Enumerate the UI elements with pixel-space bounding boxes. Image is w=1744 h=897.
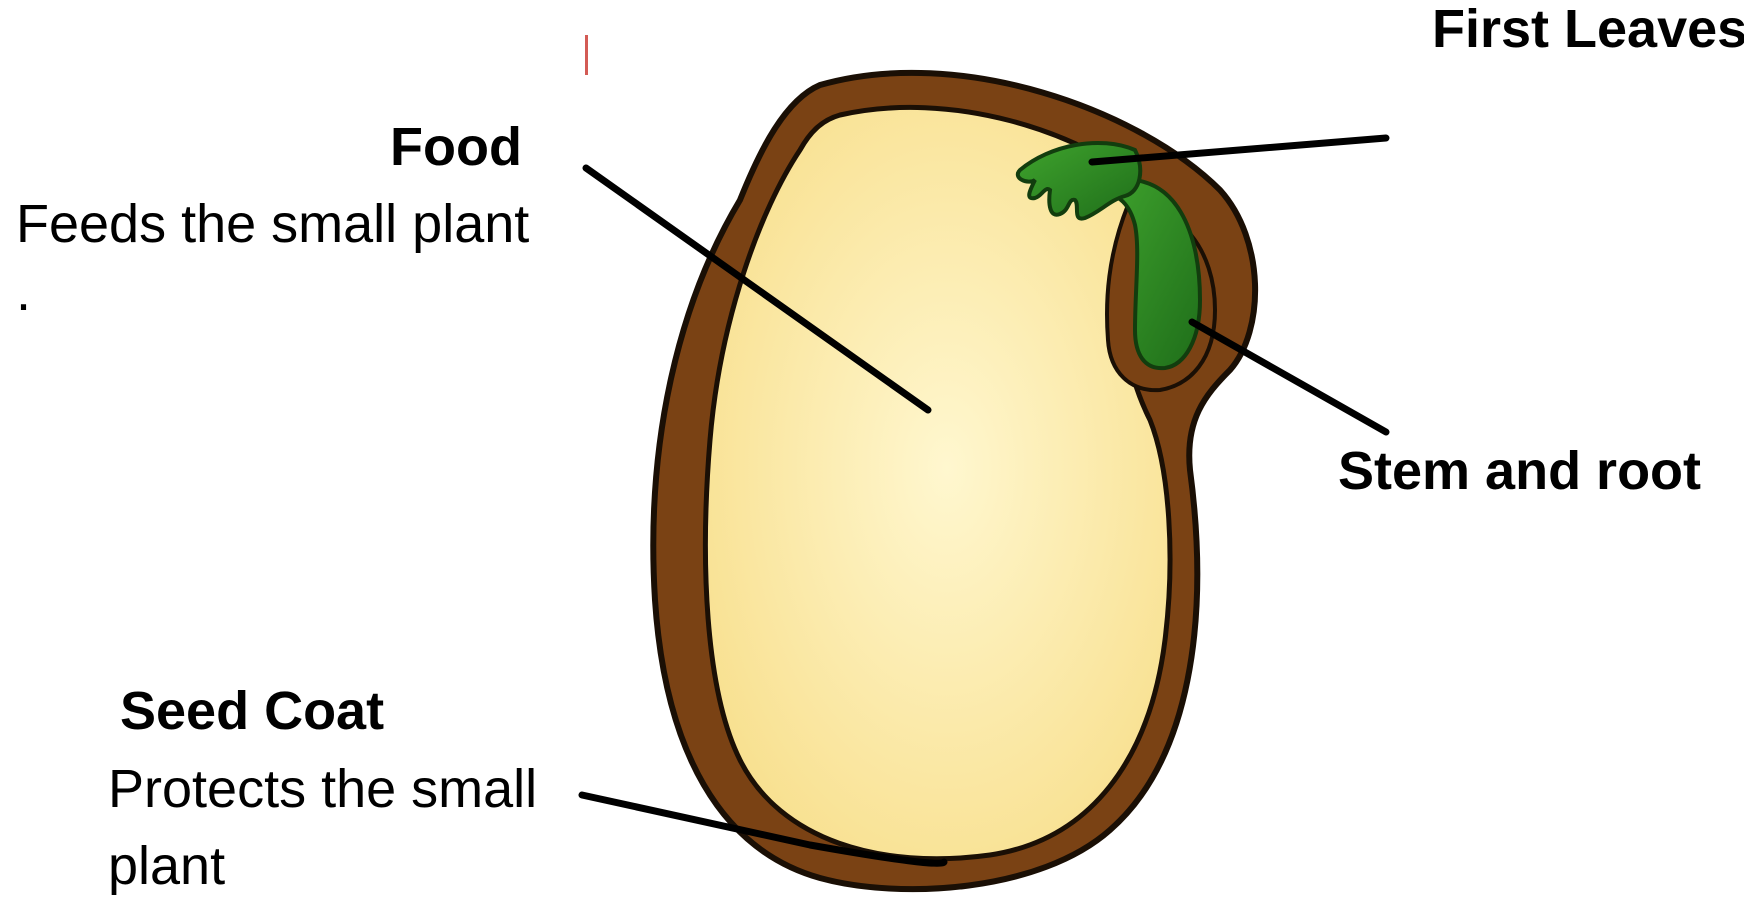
- seed-coat-label: Seed Coat: [120, 682, 384, 741]
- first-leaves-label: First Leaves: [1432, 0, 1744, 59]
- stem-and-root-label: Stem and root: [1338, 442, 1701, 501]
- food-description: Feeds the small plant: [16, 195, 529, 254]
- food-label: Food: [390, 118, 522, 177]
- seed-coat-description-line1: Protects the small: [108, 760, 537, 819]
- seed-coat-description-line2: plant: [108, 837, 225, 896]
- food-trailing-mark: .: [16, 263, 31, 322]
- food-shape: [705, 107, 1170, 858]
- image-speck: [585, 35, 588, 75]
